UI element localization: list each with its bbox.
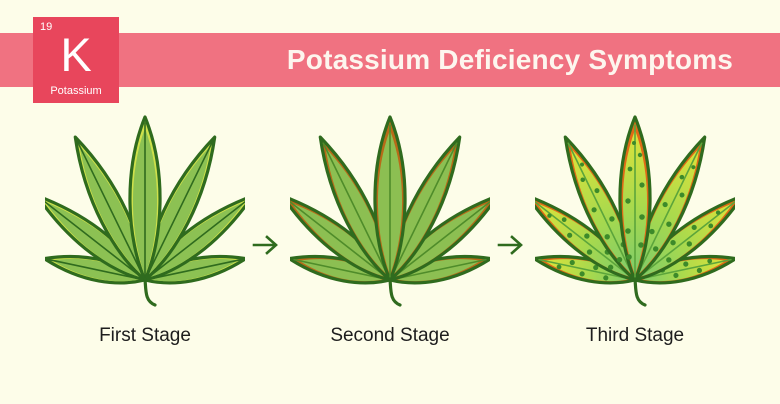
leaf-illustration-third-stage	[535, 115, 735, 315]
stage-second: Second Stage	[275, 115, 505, 385]
stage-third: Third Stage	[520, 115, 750, 385]
leaf-illustration-second-stage	[290, 115, 490, 315]
header-band	[0, 33, 780, 87]
stage-first: First Stage	[30, 115, 260, 385]
arrow-right-icon-1	[249, 228, 283, 262]
leaf-illustration-first-stage	[45, 115, 245, 315]
page-title: Potassium Deficiency Symptoms	[286, 44, 734, 75]
stage-label-third: Third Stage	[585, 325, 685, 346]
element-atomic-number: 19	[40, 21, 53, 33]
stage-label-second: Second Stage	[330, 325, 450, 346]
element-symbol: K	[60, 28, 92, 81]
stages-row: First Stage	[0, 115, 780, 385]
element-tile-potassium: 19 K Potassium	[33, 17, 119, 103]
element-name: Potassium	[50, 85, 102, 97]
stage-label-first: First Stage	[99, 325, 191, 346]
arrow-right-icon-2	[494, 228, 528, 262]
